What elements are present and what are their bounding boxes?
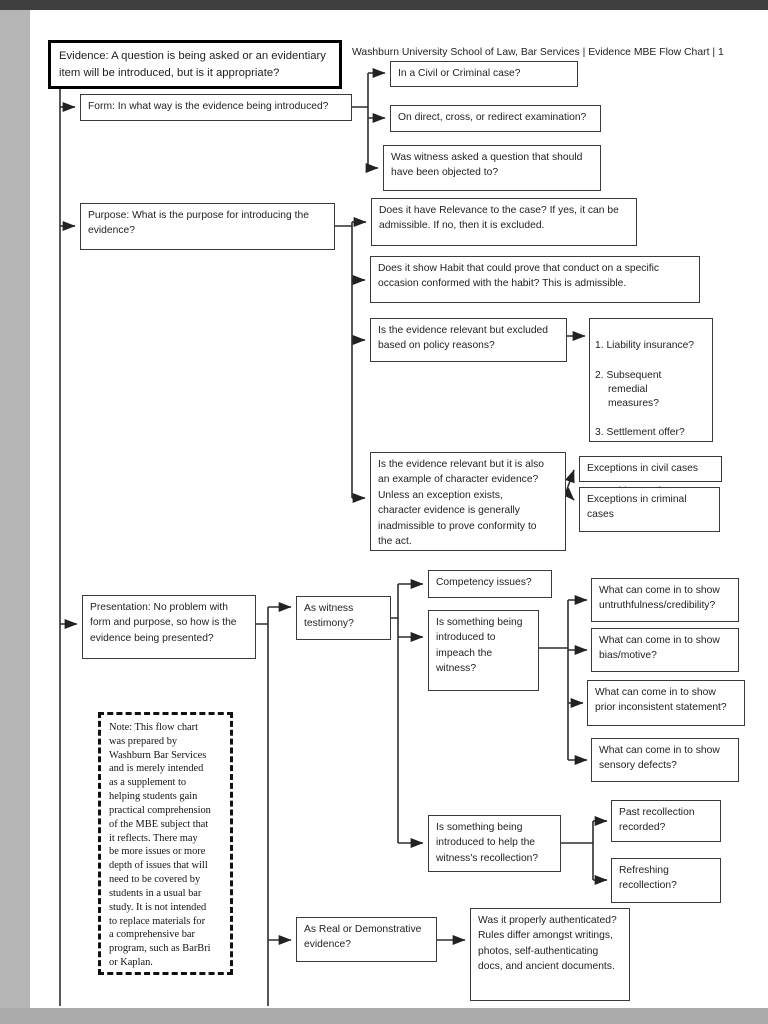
refreshing-recollection-box: Refreshing recollection? xyxy=(611,858,721,903)
disclaimer-note-box: Note: This flow chart was prepared by Wa… xyxy=(98,712,233,975)
recollection-help-box: Is something being introduced to help th… xyxy=(428,815,561,872)
civil-exceptions-box: Exceptions in civil cases xyxy=(579,456,722,482)
civil-criminal-box: In a Civil or Criminal case? xyxy=(390,61,578,87)
competency-box: Competency issues? xyxy=(428,570,552,598)
real-demonstrative-box: As Real or Demonstrative evidence? xyxy=(296,917,437,962)
form-box: Form: In what way is the evidence being … xyxy=(80,94,352,121)
impeach-witness-box: Is something being introduced to impeach… xyxy=(428,610,539,691)
criminal-exceptions-box: Exceptions in criminal cases xyxy=(579,487,720,532)
authentication-box: Was it properly authenticated? Rules dif… xyxy=(470,908,630,1001)
page-header-title: Washburn University School of Law, Bar S… xyxy=(352,47,724,58)
policy-list-item: 1. Liability insurance? xyxy=(595,340,695,352)
policy-list-box: 1. Liability insurance? 2. Subsequent re… xyxy=(589,318,713,511)
bias-motive-box: What can come in to show bias/motive? xyxy=(591,628,739,672)
relevance-box: Does it have Relevance to the case? If y… xyxy=(371,198,637,246)
witness-testimony-box: As witness testimony? xyxy=(296,596,391,640)
untruthfulness-box: What can come in to show untruthfulness/… xyxy=(591,578,739,622)
objection-box: Was witness asked a question that should… xyxy=(383,145,601,191)
character-evidence-box: Is the evidence relevant but it is also … xyxy=(370,452,566,551)
purpose-box: Purpose: What is the purpose for introdu… xyxy=(80,203,335,250)
past-recollection-box: Past recollection recorded? xyxy=(611,800,721,842)
policy-list-item: 3. Settlement offer? xyxy=(595,427,685,439)
viewer-top-bar xyxy=(0,0,768,10)
prior-inconsistent-box: What can come in to show prior inconsist… xyxy=(587,680,745,726)
viewer-bottom-margin xyxy=(0,1008,768,1024)
viewer-left-margin xyxy=(0,10,30,1024)
policy-exclusion-box: Is the evidence relevant but excluded ba… xyxy=(370,318,567,362)
presentation-box: Presentation: No problem with form and p… xyxy=(82,595,256,659)
evidence-root-box: Evidence: A question is being asked or a… xyxy=(48,40,342,89)
examination-box: On direct, cross, or redirect examinatio… xyxy=(390,105,601,132)
policy-list-item: 2. Subsequent remedial measures? xyxy=(595,369,662,409)
sensory-defects-box: What can come in to show sensory defects… xyxy=(591,738,739,782)
habit-box: Does it show Habit that could prove that… xyxy=(370,256,700,303)
